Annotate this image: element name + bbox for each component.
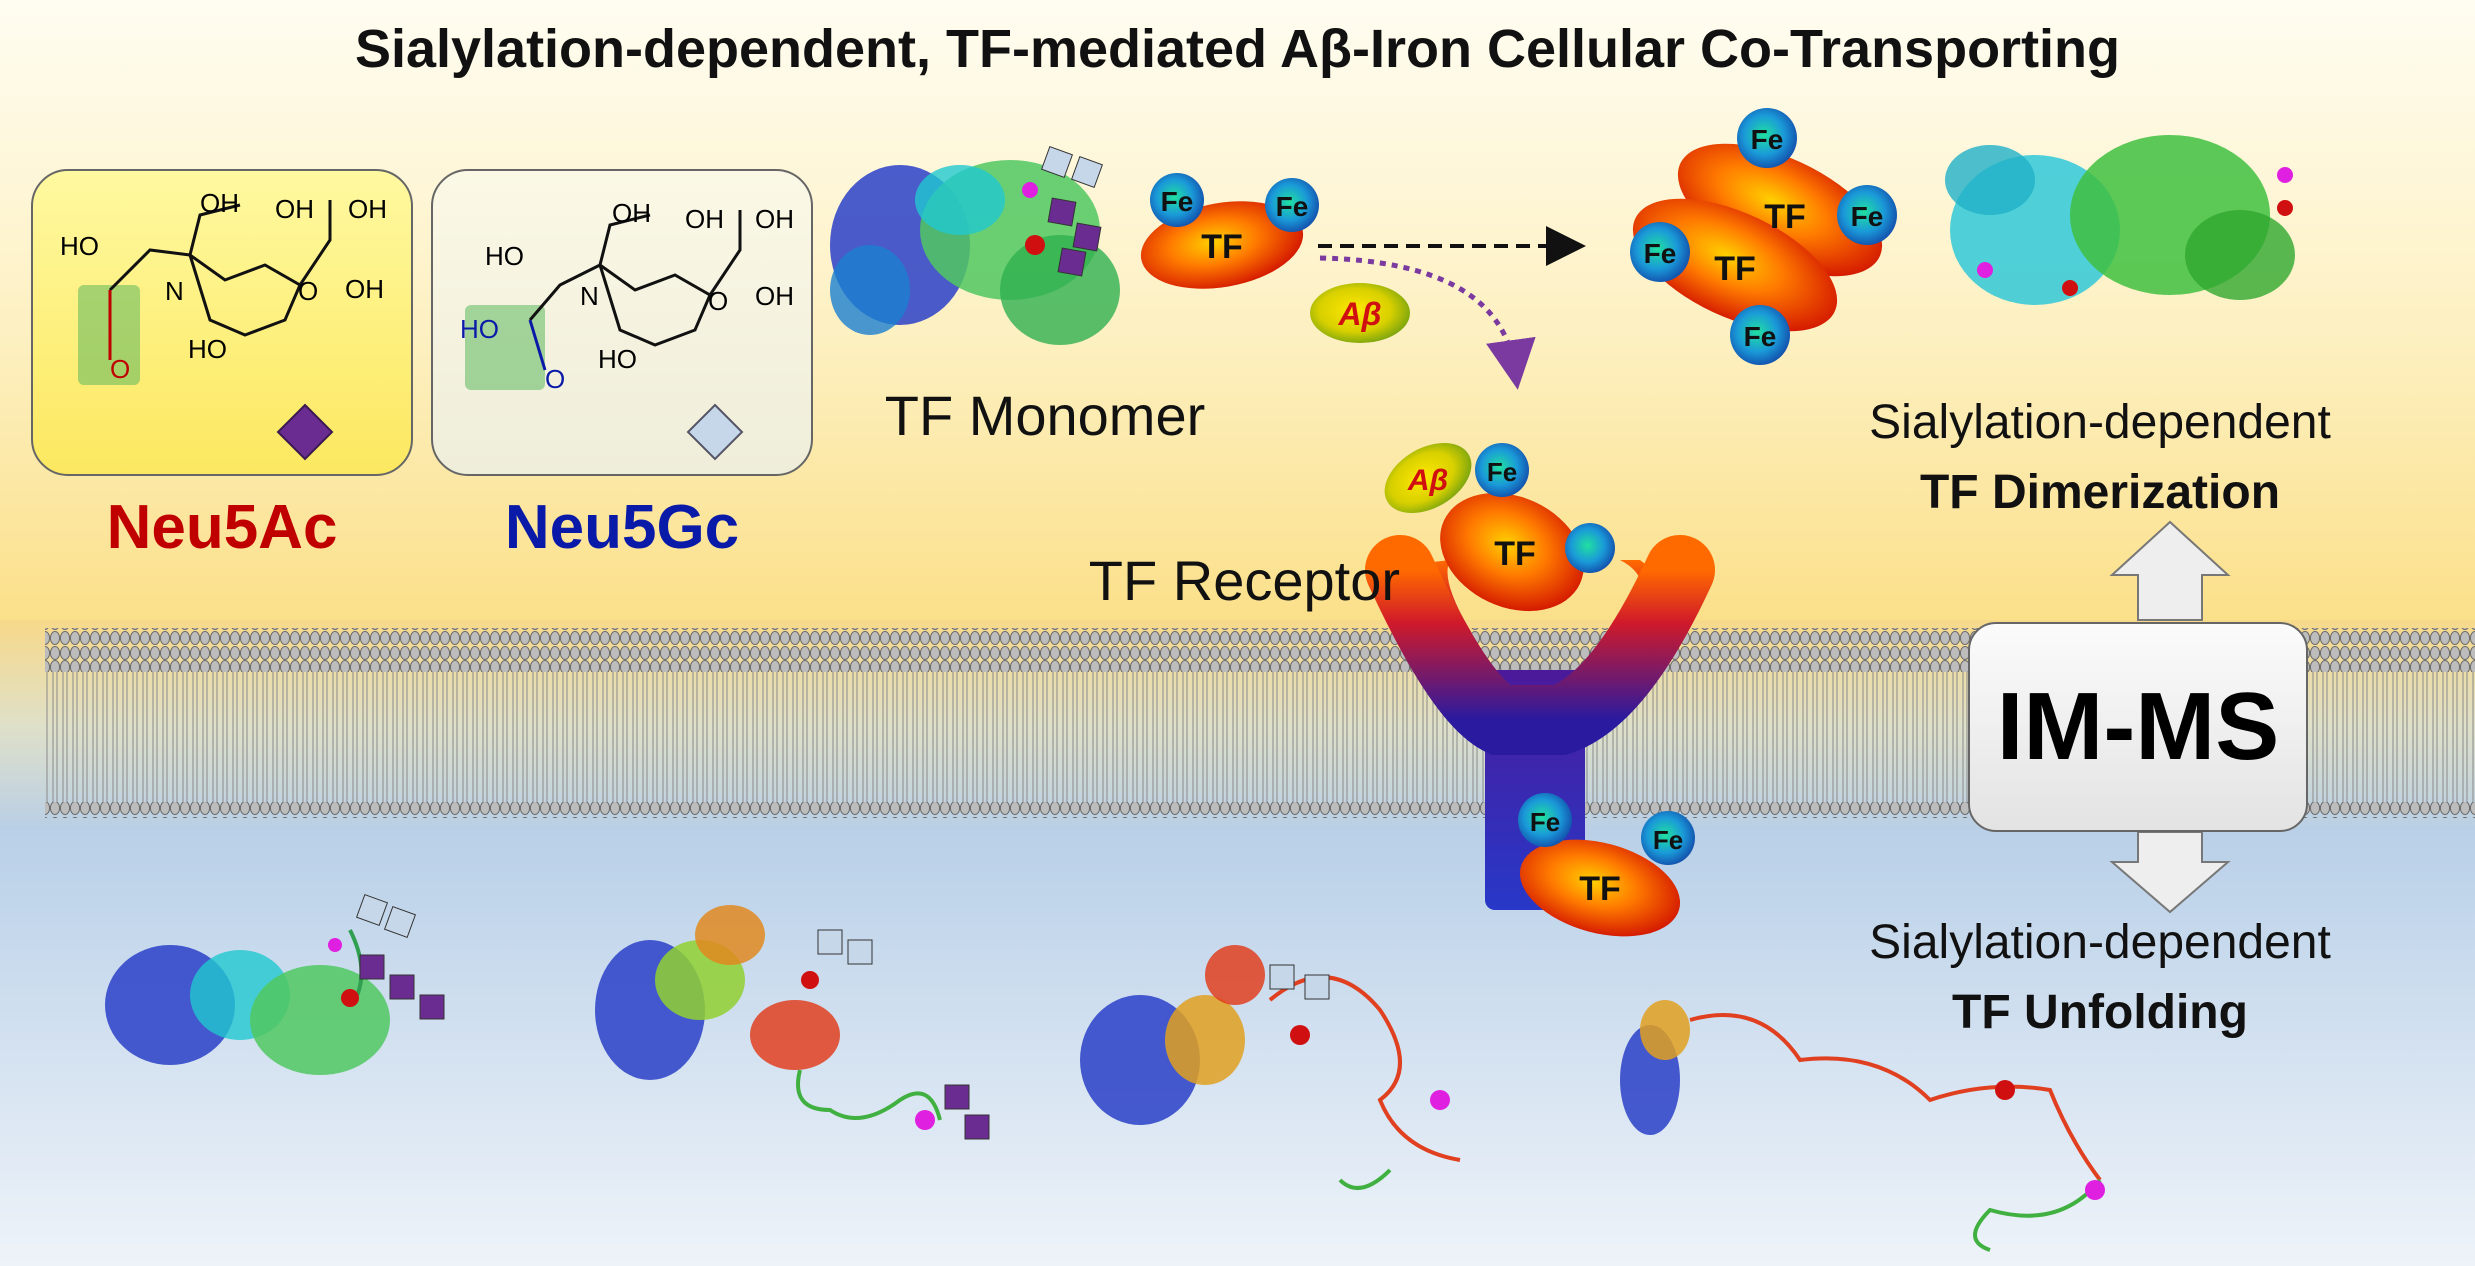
tf-monomer-protein-icon xyxy=(830,145,1120,345)
neu5gc-oh-1: OH xyxy=(612,198,651,228)
tf-receptor-bound-complex: TF Aβ Fe xyxy=(1384,442,1615,612)
unfolding-label-line1: Sialylation-dependent xyxy=(1869,916,2331,969)
fe-text: Fe xyxy=(1851,201,1884,232)
neu5gc-ho-2: HO xyxy=(598,344,637,374)
abeta-text: Aβ xyxy=(1407,464,1448,497)
neu5gc-oh-3: OH xyxy=(755,281,794,311)
neu5gc-carbonyl-o: O xyxy=(545,364,565,394)
neu5ac-cooh-oh: OH xyxy=(348,194,387,224)
fe-text: Fe xyxy=(1644,238,1677,269)
tf-text: TF xyxy=(1494,535,1536,573)
tf-text: TF xyxy=(1579,870,1621,908)
imms-box: IM-MS xyxy=(1968,622,2308,832)
abeta-free: Aβ xyxy=(1310,283,1410,343)
neu5gc-label: Neu5Gc xyxy=(505,493,739,562)
abeta-text: Aβ xyxy=(1338,296,1382,332)
fe-text: Fe xyxy=(1653,825,1683,855)
dimerization-label-line2: TF Dimerization xyxy=(1920,466,2280,519)
neu5gc-glycolyl-ho: HO xyxy=(460,314,499,344)
tf-text: TF xyxy=(1714,250,1756,288)
unfolding-structure-2 xyxy=(595,905,990,1140)
neu5gc-oh-2: OH xyxy=(685,204,724,234)
unfolding-structure-1 xyxy=(105,893,445,1075)
fe-text: Fe xyxy=(1487,457,1517,487)
receptor-binding-arrow xyxy=(1319,255,1536,390)
fe-text: Fe xyxy=(1744,321,1777,352)
imms-label: IM-MS xyxy=(1996,673,2280,780)
neu5ac-oh-3: OH xyxy=(345,274,384,304)
neu5ac-skeleton xyxy=(108,200,332,360)
down-arrow-icon xyxy=(2109,831,2231,914)
fe-text: Fe xyxy=(1161,186,1194,217)
neu5ac-oh-2: OH xyxy=(275,194,314,224)
tf-text: TF xyxy=(1764,198,1806,236)
neu5ac-ho-1: HO xyxy=(60,231,99,261)
neu5gc-glycolyl-highlight xyxy=(465,305,545,390)
neu5ac-diamond-icon xyxy=(276,403,334,461)
neu5ac-ho-2: HO xyxy=(188,334,227,364)
neu5gc-diamond-icon xyxy=(686,403,744,461)
fe-text: Fe xyxy=(1530,807,1560,837)
neu5ac-n: N xyxy=(165,276,184,306)
neu5ac-label: Neu5Ac xyxy=(107,493,338,562)
unfolding-label-line2: TF Unfolding xyxy=(1952,986,2248,1039)
tf-receptor-label: TF Receptor xyxy=(1089,549,1400,612)
neu5gc-structure-box: OH OH HO OH OH HO N HO O O xyxy=(431,169,813,476)
tf-dimer-protein-icon xyxy=(1945,135,2295,305)
unfolding-structure-3 xyxy=(1080,945,1461,1190)
neu5gc-n: N xyxy=(580,281,599,311)
neu5gc-ring-o: O xyxy=(708,286,728,316)
dimerization-label-line1: Sialylation-dependent xyxy=(1869,396,2331,449)
unfolding-structure-4 xyxy=(1620,1000,2105,1252)
tf-monomer-label: TF Monomer xyxy=(885,384,1206,447)
neu5gc-ho-1: HO xyxy=(485,241,524,271)
tf-internalized: TF Fe Fe xyxy=(1518,793,1695,937)
up-arrow-icon xyxy=(2109,520,2231,621)
tf-dimer: TF TF Fe Fe Fe Fe xyxy=(1630,108,1897,365)
fe-text: Fe xyxy=(1751,124,1784,155)
page-title: Sialylation-dependent, TF-mediated Aβ-Ir… xyxy=(354,19,2121,79)
tf-text: TF xyxy=(1201,228,1243,266)
neu5ac-structure-box: OH OH HO OH OH HO N O O xyxy=(31,169,413,476)
holo-tf-free: TF Fe Fe xyxy=(1140,173,1319,289)
fe-text: Fe xyxy=(1276,191,1309,222)
neu5ac-ring-o: O xyxy=(298,276,318,306)
neu5ac-carbonyl-o: O xyxy=(110,354,130,384)
neu5ac-oh-1: OH xyxy=(200,188,239,218)
neu5gc-cooh-oh: OH xyxy=(755,204,794,234)
